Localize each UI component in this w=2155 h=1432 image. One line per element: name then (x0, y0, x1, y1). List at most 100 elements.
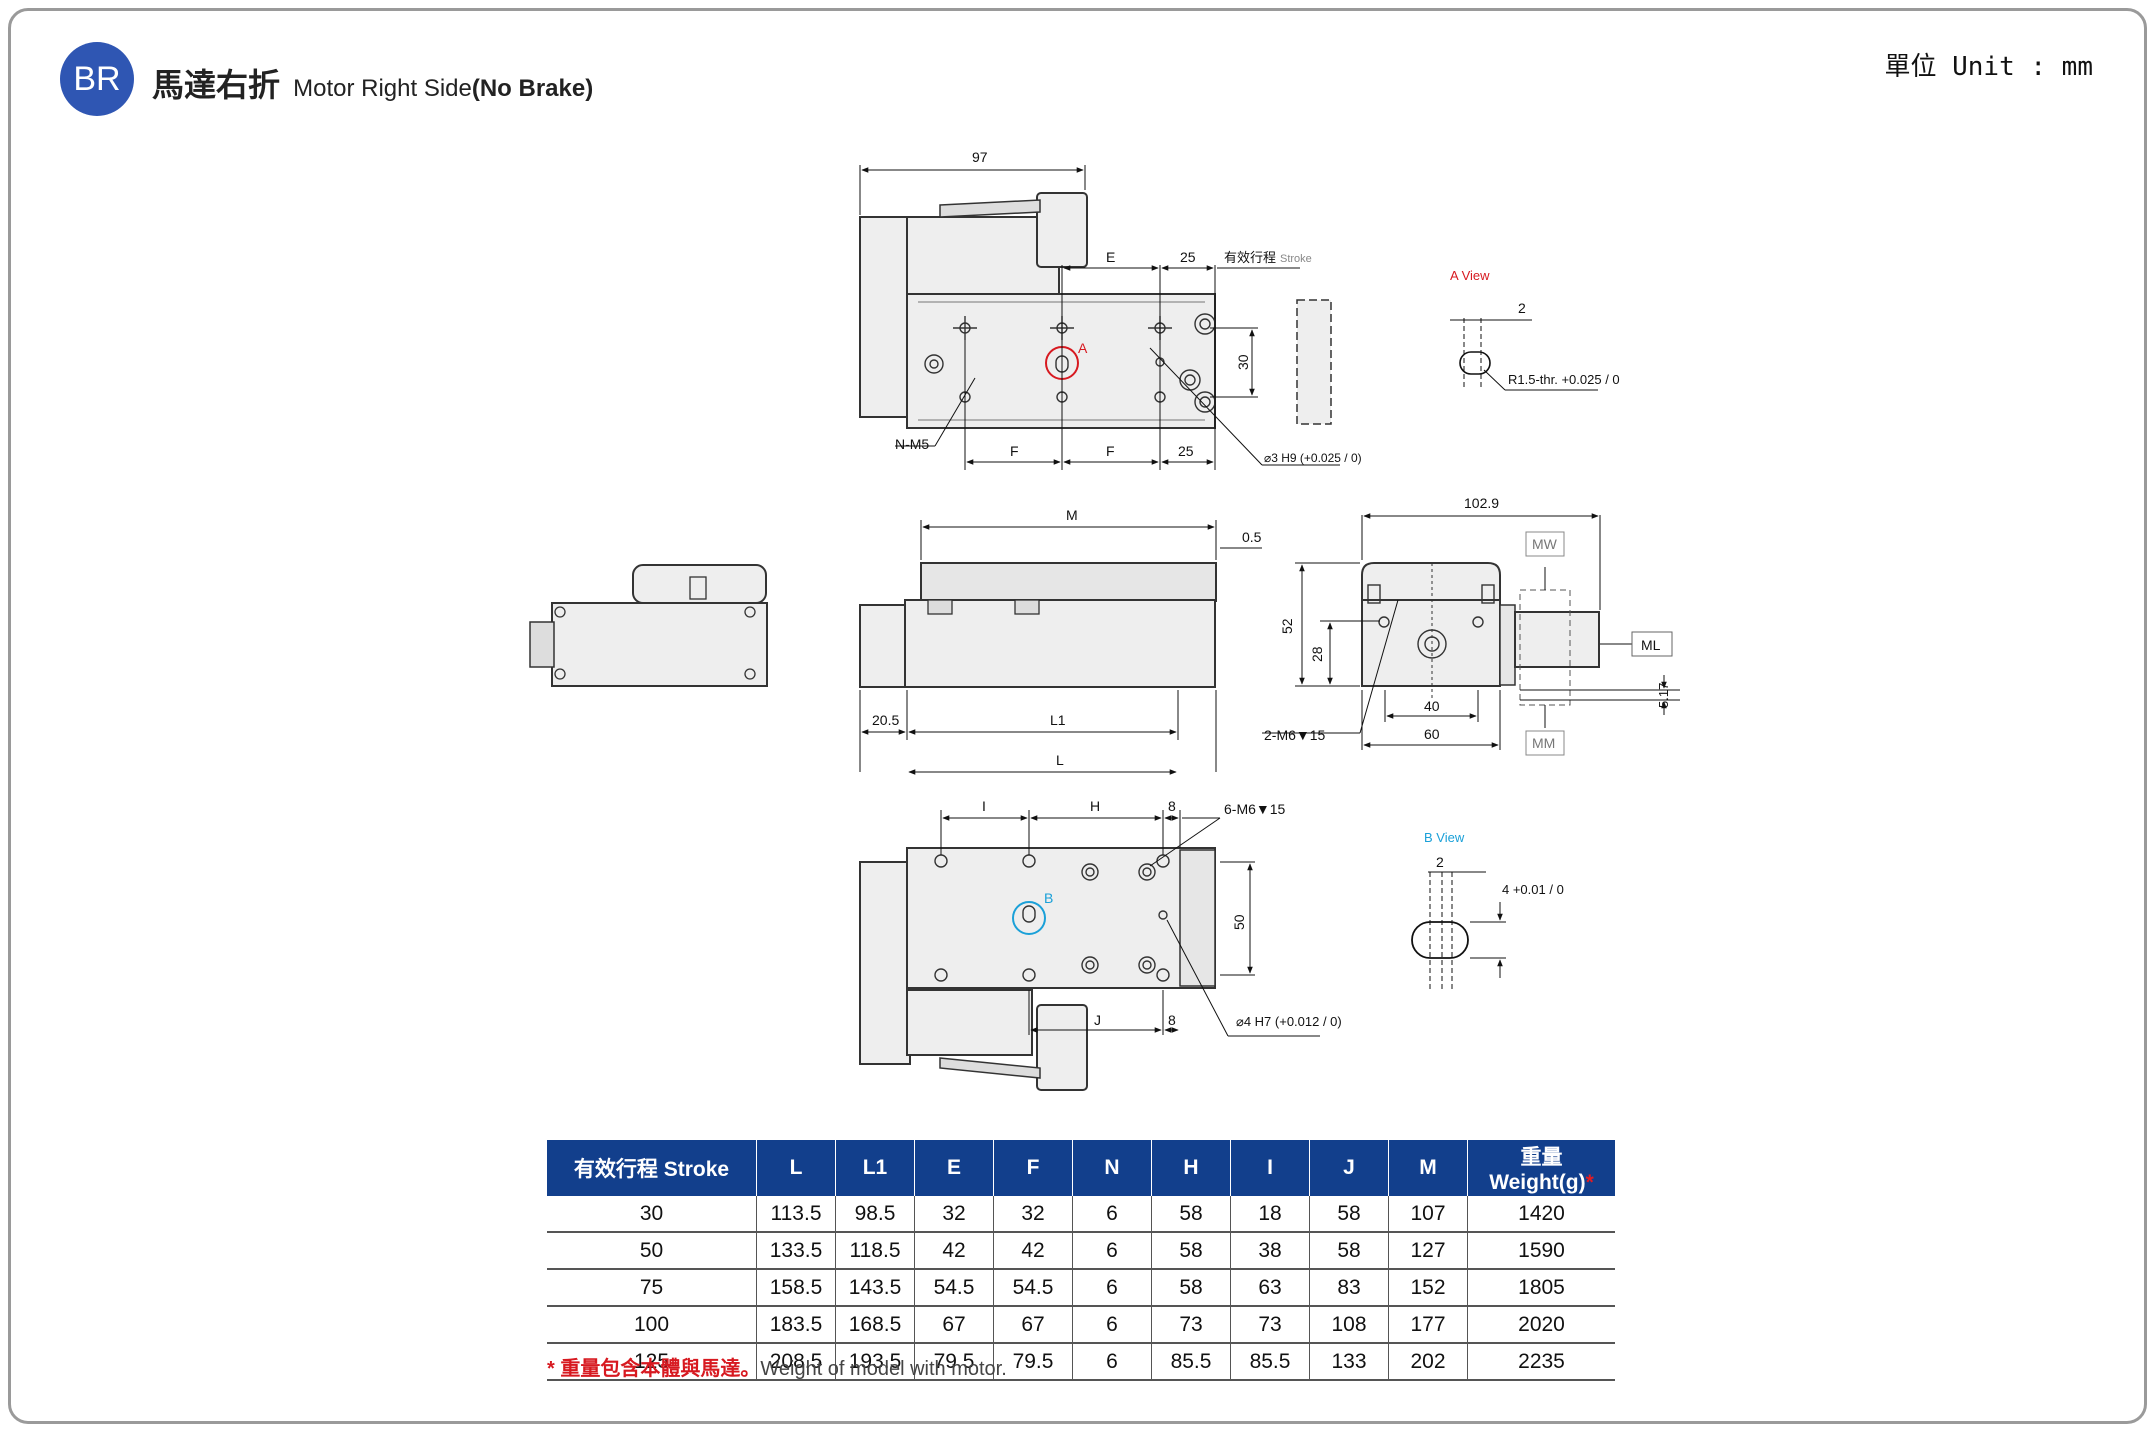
end-view: 102.9 MW ML MM 52 28 40 60 5.17 2-M6▼15 (1262, 495, 1680, 756)
hole-note-bottom: ⌀4 H7 (+0.012 / 0) (1236, 1014, 1342, 1029)
cell-stroke: 30 (547, 1196, 757, 1233)
weight-note: * 重量包含本體與馬達。Weight of model with motor. (547, 1352, 1007, 1381)
spec-table: 有效行程 Stroke L L1 E F N H I J M 重量 Weight… (547, 1140, 1615, 1381)
a-view-dim-2: 2 (1518, 300, 1526, 316)
cell-weight: 1805 (1467, 1269, 1615, 1307)
cell-weight: 1590 (1467, 1232, 1615, 1270)
cell-m: 127 (1388, 1232, 1468, 1270)
th-l: L (756, 1140, 836, 1196)
cell-j: 108 (1309, 1306, 1389, 1344)
cell-i: 73 (1230, 1306, 1310, 1344)
dim-52: 52 (1279, 618, 1295, 634)
dim-i: I (982, 798, 986, 814)
b-view: B View 2 4 +0.01 / 0 (1411, 830, 1564, 990)
cell-e: 54.5 (914, 1269, 994, 1307)
cell-l1: 193.5 (835, 1343, 915, 1381)
dim-50: 50 (1231, 914, 1247, 930)
dim-m: M (1066, 507, 1078, 523)
cell-i: 63 (1230, 1269, 1310, 1307)
spec-table-wrapper: 有效行程 Stroke L L1 E F N H I J M 重量 Weight… (547, 1140, 1615, 1381)
dim-f1: F (1010, 443, 1019, 459)
cell-stroke: 125 (547, 1343, 757, 1381)
cell-n: 6 (1072, 1343, 1152, 1381)
title-en: Motor Right Side(No Brake) (293, 75, 593, 102)
dim-25-bottom: 25 (1178, 443, 1194, 459)
table-row: 30 113.5 98.5 32 32 6 58 18 58 107 1420 (547, 1196, 1615, 1233)
cell-l1: 143.5 (835, 1269, 915, 1307)
cell-stroke: 100 (547, 1306, 757, 1344)
cell-l1: 168.5 (835, 1306, 915, 1344)
cell-weight: 2020 (1467, 1306, 1615, 1344)
table-row: 50 133.5 118.5 42 42 6 58 38 58 127 1590 (547, 1232, 1615, 1270)
label-b: B (1044, 890, 1053, 906)
th-weight: 重量 Weight(g)* (1467, 1140, 1615, 1196)
cell-stroke: 75 (547, 1269, 757, 1307)
cell-m: 202 (1388, 1343, 1468, 1381)
unit-label: 單位 Unit : mm (1884, 52, 2093, 82)
cell-m: 107 (1388, 1196, 1468, 1233)
section-title: 馬達右折 Motor Right Side(No Brake) (152, 60, 593, 106)
side-view: M 0.5 20.5 L1 L (859, 507, 1262, 775)
cell-l: 208.5 (756, 1343, 836, 1381)
cell-j: 83 (1309, 1269, 1389, 1307)
cell-j: 58 (1309, 1196, 1389, 1233)
top-view: A 97 E 25 有效行程 Stroke 30 N-M5 F F (859, 149, 1362, 470)
table-row: 125 208.5 193.5 79.5 79.5 6 85.5 85.5 13… (547, 1343, 1615, 1381)
th-h: H (1151, 1140, 1231, 1196)
cell-j: 58 (1309, 1232, 1389, 1270)
cell-h: 85.5 (1151, 1343, 1231, 1381)
dim-20-5: 20.5 (872, 712, 899, 728)
dim-102-9: 102.9 (1464, 495, 1499, 511)
note-star: * (547, 1358, 555, 1380)
cell-l: 183.5 (756, 1306, 836, 1344)
note-en: Weight of model with motor. (760, 1358, 1007, 1380)
title-en-main: Motor Right Side (293, 75, 472, 102)
dim-30: 30 (1235, 354, 1251, 370)
cell-l1: 98.5 (835, 1196, 915, 1233)
stroke-zh: 有效行程 (1224, 250, 1276, 265)
cell-i: 85.5 (1230, 1343, 1310, 1381)
stroke-en: Stroke (1280, 253, 1312, 265)
table-row: 75 158.5 143.5 54.5 54.5 6 58 63 83 152 … (547, 1269, 1615, 1307)
th-i: I (1230, 1140, 1310, 1196)
b-view-marker (1012, 901, 1046, 935)
th-f: F (993, 1140, 1073, 1196)
cell-l: 158.5 (756, 1269, 836, 1307)
dim-j: J (1094, 1012, 1101, 1028)
cell-n: 6 (1072, 1232, 1152, 1270)
b-view-title: B View (1424, 830, 1465, 845)
cell-weight: 2235 (1467, 1343, 1615, 1381)
dim-0-5: 0.5 (1242, 529, 1262, 545)
dim-40: 40 (1424, 698, 1440, 714)
note-zh: 重量包含本體與馬達。 (560, 1358, 761, 1380)
cell-n: 6 (1072, 1269, 1152, 1307)
bottom-tap-note: 6-M6▼15 (1224, 801, 1286, 817)
table-header-row: 有效行程 Stroke L L1 E F N H I J M 重量 Weight… (547, 1140, 1615, 1196)
bottom-view: B I H 8 6-M6▼15 50 J 8 ⌀4 H7 (+0.012 / 0… (859, 798, 1342, 1091)
b-view-dim-2: 2 (1436, 854, 1444, 870)
page-frame (8, 8, 2147, 1424)
dim-f2: F (1106, 443, 1115, 459)
cell-j: 133 (1309, 1343, 1389, 1381)
th-e: E (914, 1140, 994, 1196)
cell-i: 38 (1230, 1232, 1310, 1270)
th-weight-label: 重量 Weight(g) (1489, 1146, 1586, 1194)
label-n-m5: N-M5 (895, 436, 929, 452)
dim-8-bottom: 8 (1168, 1012, 1176, 1028)
cell-n: 6 (1072, 1306, 1152, 1344)
cell-h: 58 (1151, 1232, 1231, 1270)
dim-5-17: 5.17 (1656, 683, 1671, 708)
cell-h: 58 (1151, 1196, 1231, 1233)
cell-h: 58 (1151, 1269, 1231, 1307)
end-view-tap-note: 2-M6▼15 (1264, 727, 1326, 743)
cell-f: 32 (993, 1196, 1073, 1233)
cell-h: 73 (1151, 1306, 1231, 1344)
hole-note-top: ⌀3 H9 (+0.025 / 0) (1264, 451, 1362, 465)
label-a: A (1078, 340, 1088, 356)
dim-l: L (1056, 752, 1064, 768)
th-weight-star: * (1585, 1171, 1594, 1194)
dim-25-top: 25 (1180, 249, 1196, 265)
dim-60: 60 (1424, 726, 1440, 742)
section-badge: BR (60, 42, 134, 116)
